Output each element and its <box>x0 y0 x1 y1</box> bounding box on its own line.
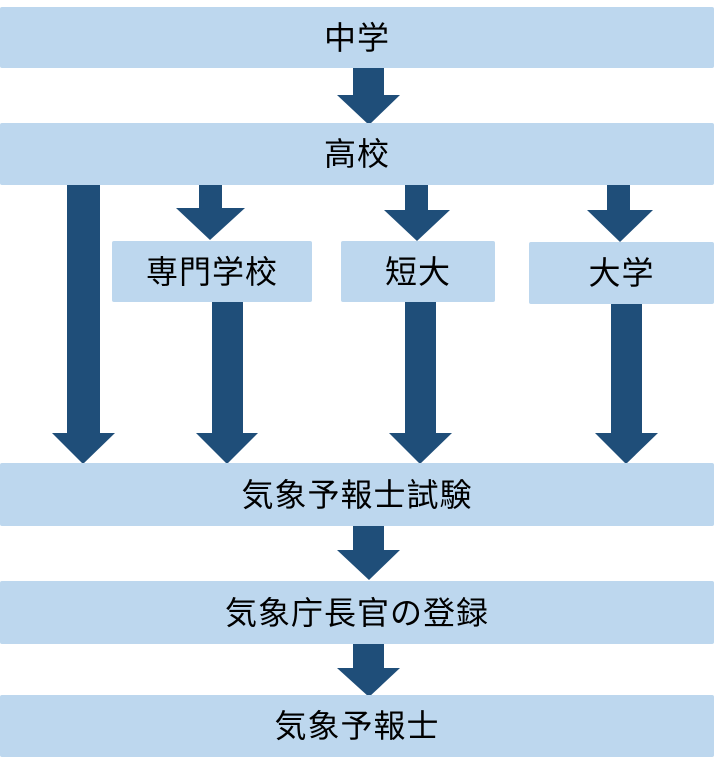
node-label: 大学 <box>588 254 655 292</box>
node-label: 気象予報士試験 <box>241 475 473 514</box>
arrow-koko-to-senmon <box>176 181 245 240</box>
node-label: 気象予報士 <box>274 707 440 745</box>
node-tandai: 短大 <box>341 241 495 302</box>
arrow-shiken-to-toroku <box>337 526 400 580</box>
node-koko: 高校 <box>0 123 714 185</box>
node-label: 専門学校 <box>145 252 278 291</box>
node-senmon-gakko: 専門学校 <box>112 241 312 302</box>
node-label: 中学 <box>323 18 390 57</box>
node-kisho-yohoshi: 気象予報士 <box>0 695 714 757</box>
arrow-koko-to-tandai <box>384 183 450 241</box>
node-label: 気象庁長官の登録 <box>224 593 489 632</box>
node-label: 高校 <box>323 135 390 173</box>
arrow-tandai-to-shiken <box>389 302 452 464</box>
node-daigaku: 大学 <box>529 242 714 304</box>
arrow-daigaku-to-shiken <box>595 294 658 464</box>
arrow-koko-to-daigaku <box>587 183 653 242</box>
arrow-toroku-to-yohoshi <box>337 644 400 697</box>
node-yohoshi-shiken: 気象予報士試験 <box>0 463 714 526</box>
node-chugaku: 中学 <box>0 7 714 68</box>
node-chokan-toroku: 気象庁長官の登録 <box>0 581 714 644</box>
arrow-chugaku-to-koko <box>337 68 400 125</box>
arrow-senmon-to-shiken <box>196 302 258 464</box>
node-label: 短大 <box>384 252 451 291</box>
arrow-koko-to-shiken <box>52 185 115 464</box>
